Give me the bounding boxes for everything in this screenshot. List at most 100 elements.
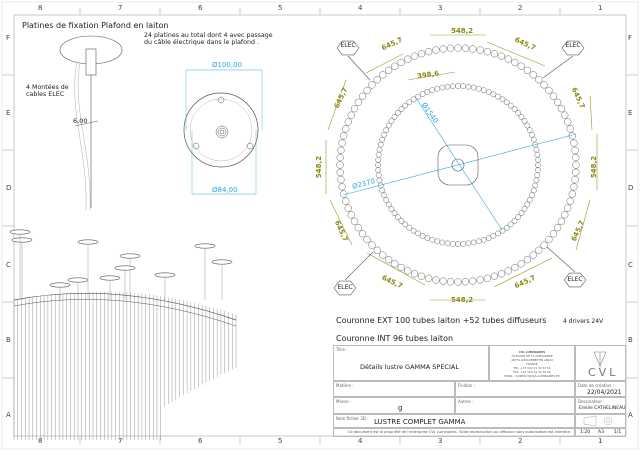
plate-note: 24 platines au total dont 4 avec passage… [144, 32, 273, 46]
zone-column-label: 8 [38, 4, 43, 12]
outer-tube [549, 230, 558, 238]
outer-tube [344, 204, 352, 212]
outer-tube [350, 105, 359, 113]
outer-tube [454, 44, 462, 52]
dimension-line [493, 257, 553, 288]
inner-tube [391, 210, 398, 216]
outer-tube [557, 217, 566, 225]
outer-tube [476, 276, 484, 284]
outer-tube [338, 183, 346, 191]
ceiling-plate [114, 265, 136, 271]
inner-tube [532, 182, 539, 189]
dim-top: 548,2 [451, 27, 474, 35]
zone-row-label: A [6, 411, 11, 419]
outer-tube [391, 62, 399, 70]
outer-tube [432, 46, 440, 54]
outer-tube [338, 139, 346, 147]
outer-tube [342, 125, 350, 133]
inner-tube [429, 236, 436, 243]
outer-tube [397, 263, 405, 272]
outer-tube [554, 98, 562, 106]
inner-tube [465, 83, 472, 90]
inner-tube [490, 91, 497, 97]
zone-column-label: 6 [198, 4, 203, 12]
date-cell: Date de création : 22/04/2021 [575, 381, 626, 397]
outer-tube [571, 176, 579, 184]
inner-tube [375, 151, 382, 158]
caption-int: Couronne INT 96 tubes laiton [336, 334, 454, 343]
sheet-number: 1/1 [614, 430, 622, 435]
outer-tube [476, 46, 484, 54]
outer-tube [535, 246, 543, 254]
inner-tube [402, 221, 409, 228]
dimension-line [365, 53, 404, 74]
outer-tube [554, 224, 562, 232]
zone-column-label: 1 [598, 437, 603, 445]
zone-column-label: 8 [38, 437, 43, 445]
inner-tube [388, 118, 395, 124]
screw-hole [192, 142, 200, 150]
center-hole [215, 125, 229, 139]
outer-tube [511, 263, 519, 272]
ceiling-plate [211, 259, 233, 265]
inner-tube [376, 177, 383, 184]
inner-tube [406, 224, 413, 231]
elec-cable [74, 61, 87, 211]
outer-tube [336, 168, 344, 176]
plate-title: Platines de fixation Plafond en laiton [22, 21, 169, 30]
outer-tube [342, 197, 350, 205]
outer-tube [410, 270, 419, 278]
inner-tube [511, 106, 518, 112]
outer-tube [497, 52, 506, 60]
chandelier-ring [13, 299, 237, 327]
cvl-logo-mark [593, 351, 607, 370]
outer-tube [368, 241, 376, 249]
zone-column-label: 2 [518, 4, 523, 12]
finish-cell: Finition : [455, 381, 575, 397]
inner-tube [410, 227, 417, 234]
elec-hexagon [563, 272, 587, 288]
outer-tube [497, 270, 506, 278]
outer-tube [354, 98, 362, 106]
zone-column-label: 5 [278, 4, 283, 12]
drivers-note: 4 drivers 24V [563, 318, 604, 325]
dimension-line [589, 95, 593, 131]
dim-bottom: 548,2 [451, 296, 474, 304]
inner-tube [402, 102, 409, 109]
inner-tube [495, 230, 501, 237]
others-cell: Autres : [455, 397, 575, 414]
outer-tube [461, 278, 470, 286]
zone-row-label: B [6, 336, 11, 344]
outer-tube [572, 154, 580, 162]
outer-tube [540, 81, 548, 89]
outer-tube [545, 235, 553, 244]
plate-stem [85, 48, 97, 76]
inner-tube [529, 192, 535, 199]
inner-tube [455, 241, 461, 247]
zone-row-label: D [628, 184, 634, 192]
inner-tube [511, 218, 518, 224]
inner-tube [530, 187, 537, 194]
file-name: LUSTRE COMPLET GAMMA [374, 418, 466, 426]
drawing-title: Détails lustre GAMMA SPECIAL [360, 363, 459, 371]
inner-tube [376, 146, 383, 153]
inner-tube [534, 151, 541, 158]
outer-tube [439, 45, 447, 53]
outer-tube [469, 277, 477, 285]
inner-tube [480, 87, 487, 94]
inner-tube [521, 118, 528, 124]
outer-tube [404, 55, 412, 63]
outer-tube [469, 45, 477, 53]
inner-tube [381, 131, 387, 138]
outer-tube [391, 260, 399, 268]
elec-hexagon [561, 40, 585, 56]
inner-tube [485, 235, 492, 241]
outer-tube [564, 204, 572, 212]
cables-note-line1: 4 Montées de [26, 84, 69, 91]
company-line: 49770 LONGUENÉE EN ANJOU [511, 358, 553, 362]
plate-outer [183, 92, 259, 168]
inner-tube [515, 214, 521, 220]
mass-cell: Masse : g [333, 397, 455, 414]
